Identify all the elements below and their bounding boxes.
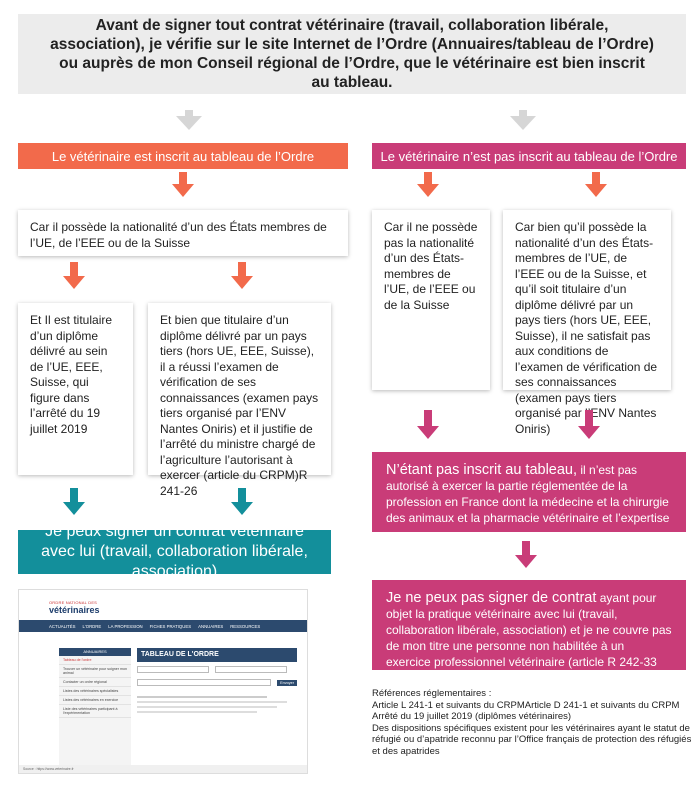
sidebar-item[interactable]: Listes des vétérinaires spécialistes [59, 687, 131, 696]
reference-line: Arrêté du 19 juillet 2019 (diplômes vété… [372, 711, 692, 723]
arrow-down-icon [515, 541, 537, 568]
site-sidebar: ANNUAIRES Tableau de l'ordre Trouver un … [59, 648, 131, 768]
screenshot-source: Source : https://www.veterinaire.fr [19, 765, 307, 773]
arrow-down-icon [63, 262, 85, 289]
site-header: ORDRE NATIONAL DES vétérinaires [19, 598, 307, 620]
not-authorized-lead: N’étant pas inscrit au tableau, [386, 462, 577, 478]
arrow-down-icon [417, 410, 439, 439]
arrow-down-icon [231, 488, 253, 515]
arrow-down-icon [585, 172, 607, 197]
references: Références réglementaires : Article L 24… [372, 688, 692, 757]
sidebar-item[interactable]: Liste des vétérinaires participant à l'e… [59, 705, 131, 718]
arrow-down-icon [417, 172, 439, 197]
failed-exam-box: Car bien qu’il possède la nationalité d’… [503, 210, 671, 390]
arrow-down-icon [231, 262, 253, 289]
eu-diploma-box: Et Il est titulaire d’un diplôme délivré… [18, 303, 133, 475]
sidebar-item[interactable]: Tableau de l'ordre [59, 656, 131, 665]
sidebar-title: ANNUAIRES [59, 648, 131, 656]
nav-item[interactable]: LA PROFESSION [108, 624, 142, 629]
select-field[interactable] [215, 666, 287, 673]
cannot-sign-lead: Je ne peux pas signer de contrat [386, 590, 596, 606]
search-button[interactable]: Envoyer [277, 680, 297, 686]
website-screenshot: ORDRE NATIONAL DES vétérinaires ACTUALIT… [18, 589, 308, 774]
no-nationality-box: Car il ne possède pas la nationalité d’u… [372, 210, 490, 390]
references-title: Références réglementaires : [372, 688, 692, 700]
not-authorized-box: N’étant pas inscrit au tableau, il n’est… [372, 452, 686, 532]
select-field[interactable] [137, 666, 209, 673]
intro-box: Avant de signer tout contrat vétérinaire… [18, 14, 686, 94]
site-page-title: TABLEAU DE L'ORDRE [137, 648, 297, 662]
arrow-down-icon [578, 410, 600, 439]
not-registered-header: Le vétérinaire n’est pas inscrit au tabl… [372, 143, 686, 169]
nav-item[interactable]: ACTUALITÉS [49, 624, 76, 629]
sidebar-item[interactable]: Contacter un ordre régional [59, 678, 131, 687]
cannot-sign-box: Je ne peux pas signer de contrat ayant p… [372, 580, 686, 670]
can-sign-box: Je peux signer un contrat vétérinaire av… [18, 530, 331, 574]
cannot-sign-text: ayant pour objet la pratique vétérinaire… [386, 591, 672, 685]
reference-line: Des dispositions spécifiques existent po… [372, 723, 692, 758]
search-input[interactable] [137, 679, 271, 686]
registered-header: Le vétérinaire est inscrit au tableau de… [18, 143, 348, 169]
nav-item[interactable]: ANNUAIRES [198, 624, 223, 629]
nav-item[interactable]: L'ORDRE [83, 624, 102, 629]
arrow-down-icon [63, 488, 85, 515]
site-logo: ORDRE NATIONAL DES vétérinaires [49, 600, 107, 618]
arrow-down-icon [172, 172, 194, 197]
nav-item[interactable]: RESSOURCES [230, 624, 260, 629]
arrow-down-icon [510, 110, 536, 130]
site-main: TABLEAU DE L'ORDRE Envoyer [137, 648, 297, 768]
site-nav: ACTUALITÉS L'ORDRE LA PROFESSION FICHES … [19, 620, 307, 632]
third-country-diploma-box: Et bien que titulaire d’un diplôme déliv… [148, 303, 331, 475]
sidebar-item[interactable]: Listes des vétérinaires en exercice [59, 696, 131, 705]
reference-line: Article L 241-1 et suivants du CRPMArtic… [372, 700, 692, 712]
nationality-box: Car il possède la nationalité d’un des É… [18, 210, 348, 256]
arrow-down-icon [176, 110, 202, 130]
nav-item[interactable]: FICHES PRATIQUES [150, 624, 191, 629]
sidebar-item[interactable]: Trouver un vétérinaire pour soigner mon … [59, 665, 131, 678]
